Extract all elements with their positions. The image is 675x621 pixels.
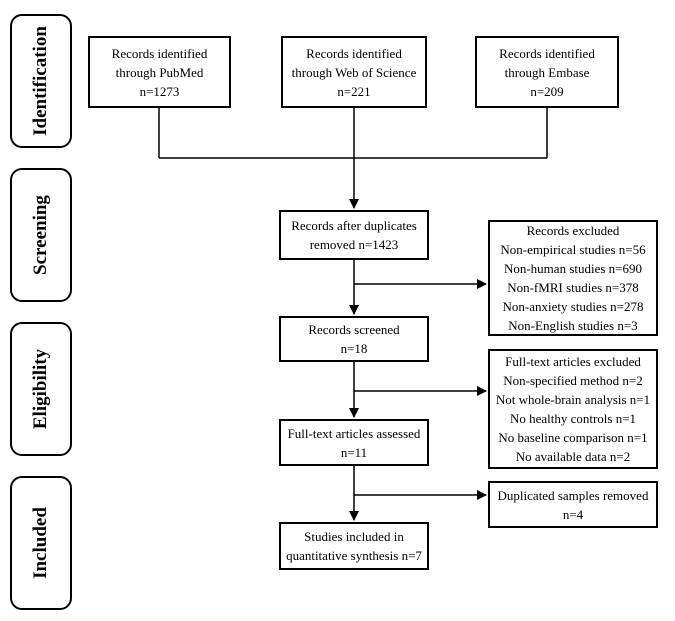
- box-included-count: quantitative synthesis n=7: [286, 548, 422, 563]
- phase-eligibility-label: Eligibility: [30, 348, 51, 430]
- box-duplicated-samples: Duplicated samples removed n=4: [488, 481, 658, 528]
- phase-included: Included: [10, 476, 72, 610]
- excluded1-item: Non-fMRI studies n=378: [507, 280, 639, 295]
- box-embase-line: through Embase: [504, 64, 590, 80]
- excluded2-item: No healthy controls n=1: [509, 411, 637, 426]
- excluded2-item: No available data n=2: [515, 449, 631, 464]
- box-web-of-science: Records identified through Web of Scienc…: [281, 36, 427, 108]
- box-pubmed-line: through PubMed: [115, 64, 204, 80]
- box-after-duplicates-line: Records after duplicates: [291, 218, 417, 233]
- box-embase: Records identified through Embase n=209: [475, 36, 619, 108]
- box-wos-count: n=221: [337, 83, 371, 99]
- excluded1-item: Non-human studies n=690: [503, 261, 643, 276]
- box-pubmed: Records identified through PubMed n=1273: [88, 36, 231, 108]
- box-fulltext-excluded: Full-text articles excluded Non-specifie…: [488, 349, 658, 469]
- excluded2-item: Not whole-brain analysis n=1: [495, 392, 651, 407]
- phase-screening: Screening: [10, 168, 72, 302]
- phase-screening-label: Screening: [30, 195, 51, 275]
- excluded1-item: Non-English studies n=3: [508, 318, 638, 333]
- box-duplicated-line: Duplicated samples removed: [497, 487, 649, 503]
- box-records-excluded: Records excluded Non-empirical studies n…: [488, 220, 658, 336]
- phase-included-label: Included: [30, 507, 51, 579]
- box-pubmed-count: n=1273: [139, 83, 180, 99]
- excluded2-title: Full-text articles excluded: [505, 354, 641, 369]
- box-after-duplicates-count: removed n=1423: [309, 237, 399, 252]
- box-screened-count: n=18: [340, 341, 368, 356]
- box-wos-line: through Web of Science: [291, 64, 417, 80]
- box-studies-included: Studies included in quantitative synthes…: [279, 522, 429, 570]
- excluded2-item: No baseline comparison n=1: [498, 430, 648, 445]
- box-fulltext-count: n=11: [340, 444, 368, 460]
- phase-identification: Identification: [10, 14, 72, 148]
- box-embase-line: Records identified: [499, 45, 595, 61]
- box-pubmed-line: Records identified: [111, 45, 208, 61]
- box-records-screened: Records screened n=18: [279, 316, 429, 362]
- phase-identification-label: Identification: [30, 26, 51, 136]
- box-duplicated-count: n=4: [562, 506, 584, 522]
- excluded1-title: Records excluded: [526, 223, 620, 238]
- excluded2-item: Non-specified method n=2: [503, 373, 643, 388]
- phase-eligibility: Eligibility: [10, 322, 72, 456]
- box-after-duplicates: Records after duplicates removed n=1423: [279, 210, 429, 260]
- excluded1-item: Non-anxiety studies n=278: [502, 299, 644, 314]
- box-screened-line: Records screened: [308, 322, 400, 337]
- box-fulltext-assessed: Full-text articles assessed n=11: [279, 419, 429, 466]
- box-embase-count: n=209: [530, 83, 564, 99]
- excluded1-item: Non-empirical studies n=56: [500, 242, 646, 257]
- box-wos-line: Records identified: [306, 45, 402, 61]
- box-fulltext-line: Full-text articles assessed: [287, 425, 421, 441]
- box-included-line: Studies included in: [304, 529, 404, 544]
